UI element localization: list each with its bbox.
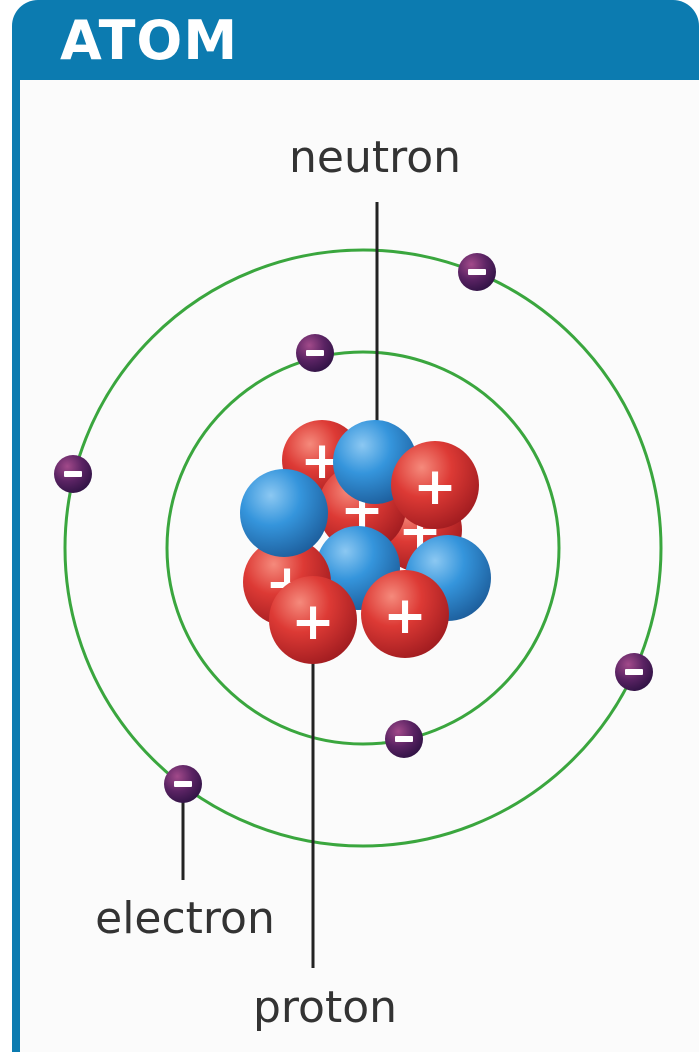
electron xyxy=(296,334,334,372)
outer-orbit xyxy=(63,248,663,848)
proton: + xyxy=(269,576,357,664)
nucleus: + + + + + + xyxy=(240,420,491,664)
diagram-card: ATOM xyxy=(12,0,699,1052)
neutron xyxy=(240,469,328,557)
diagram-title: ATOM xyxy=(60,9,239,72)
electron xyxy=(385,720,423,758)
electron xyxy=(458,253,496,291)
inner-orbit xyxy=(165,350,561,746)
electron xyxy=(615,653,653,691)
proton: + xyxy=(391,441,479,529)
svg-text:+: + xyxy=(291,592,335,652)
proton: + xyxy=(361,570,449,658)
electron xyxy=(54,455,92,493)
svg-text:+: + xyxy=(383,586,427,646)
electron xyxy=(164,765,202,803)
electron-label: electron xyxy=(95,893,275,944)
neutron-label: neutron xyxy=(289,132,461,183)
svg-text:+: + xyxy=(413,457,457,517)
proton-label: proton xyxy=(253,982,397,1033)
